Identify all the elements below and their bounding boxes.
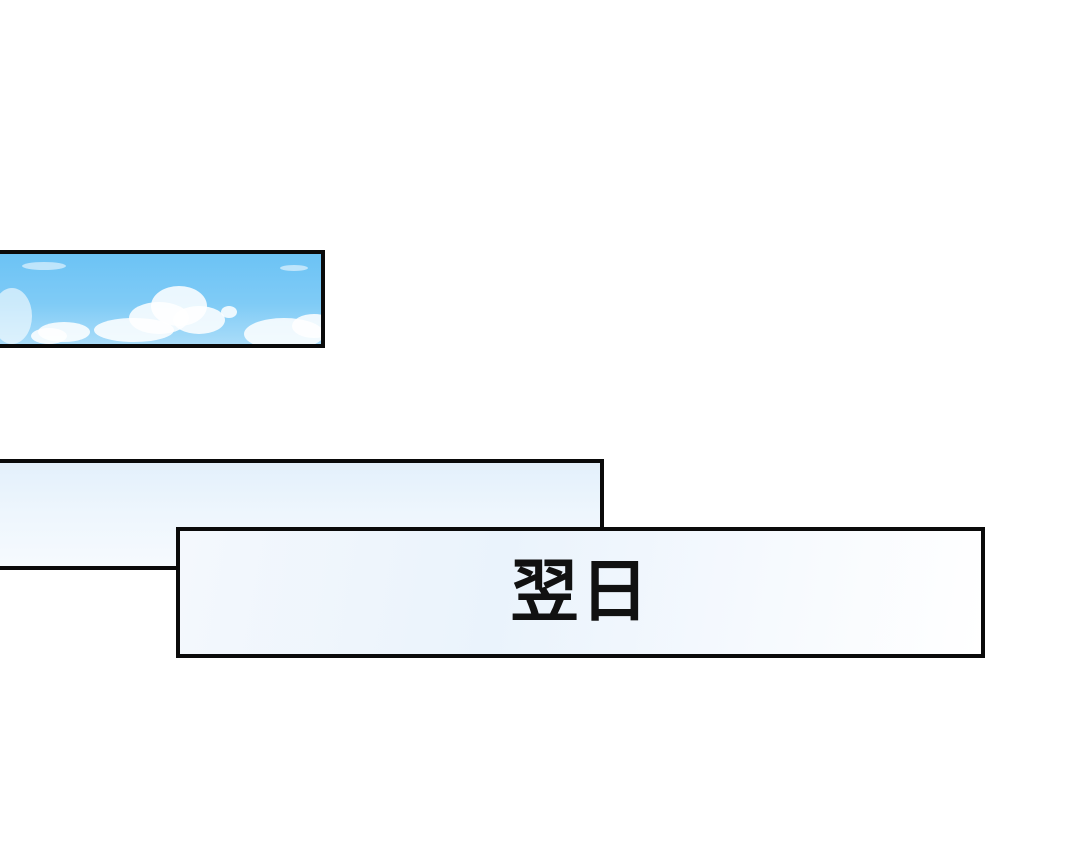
sky-panel (0, 250, 325, 348)
caption-box: 翌日 (176, 527, 985, 658)
caption-text: 翌日 (510, 552, 651, 632)
clouds-illustration (0, 262, 321, 344)
